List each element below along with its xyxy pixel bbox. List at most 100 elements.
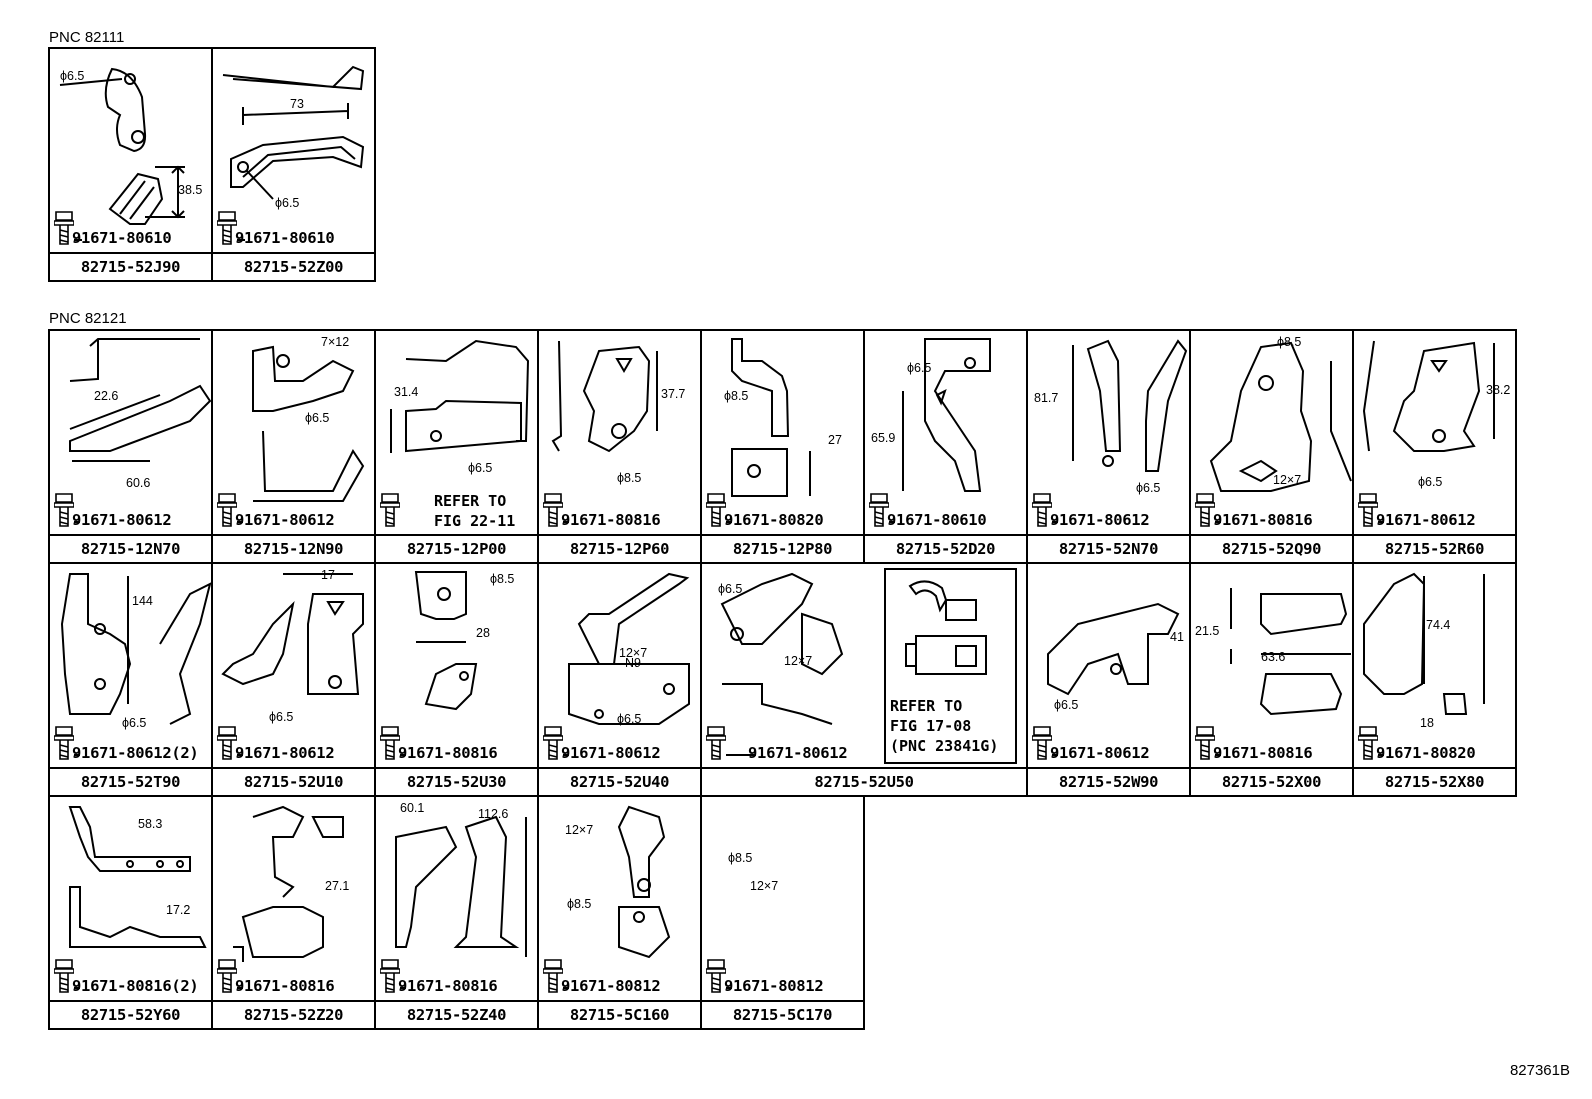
dimension-label: 60.6: [126, 476, 151, 490]
reference-note: REFER TO FIG 22-11: [434, 492, 516, 530]
bolt-icon: [1195, 726, 1215, 760]
part-number[interactable]: 82715-12N90: [213, 534, 374, 562]
dimension-label: 41: [1170, 630, 1184, 644]
dimension-label: ϕ6.5: [269, 710, 294, 724]
bolt-icon: [543, 726, 563, 760]
bolt-icon: [869, 493, 889, 527]
bracket-drawing: [390, 339, 530, 453]
leader-line: [1052, 754, 1058, 756]
leader-line: [1378, 754, 1384, 756]
part-number[interactable]: 82715-52Z20: [213, 1000, 374, 1028]
dimension-label: 18: [1420, 716, 1434, 730]
part-number[interactable]: 82715-52T90: [50, 767, 211, 795]
dimension-label: 12×7: [619, 646, 648, 660]
part-number[interactable]: 82715-52J90: [50, 252, 211, 280]
dimension-label: 60.1: [400, 801, 425, 815]
dimension-label: N9: [625, 656, 641, 670]
bracket-drawing: [568, 572, 690, 725]
bolt-number: 91671-80612: [72, 511, 172, 529]
part-number[interactable]: 82715-52W90: [1028, 767, 1189, 795]
part-number[interactable]: 82715-12P00: [376, 534, 537, 562]
part-number[interactable]: 82715-52U50: [702, 767, 1026, 795]
bolt-number: 91671-80816: [398, 744, 498, 762]
dimension-label: 17: [321, 568, 335, 582]
bolt-number: 91671-80612: [748, 744, 848, 762]
dimension-label: 17.2: [166, 903, 191, 917]
leader-line: [563, 521, 569, 523]
dimension-label: 27: [828, 433, 842, 447]
bolt-number: 91671-80612(2): [72, 744, 199, 762]
reference-note: REFER TO FIG 17-08 (PNC 23841G): [890, 697, 999, 755]
bolt-number: 91671-80612: [1050, 511, 1150, 529]
bracket-drawing: [1209, 341, 1352, 492]
part-number[interactable]: 82715-52U40: [539, 767, 700, 795]
leader-line: [1215, 754, 1221, 756]
part-number[interactable]: 82715-5C160: [539, 1000, 700, 1028]
bolt-icon: [380, 726, 400, 760]
part-number[interactable]: 82715-52R60: [1354, 534, 1515, 562]
part-number[interactable]: 82715-52Z40: [376, 1000, 537, 1028]
part-number[interactable]: 82715-52X80: [1354, 767, 1515, 795]
part-cell[interactable]: 73 ϕ6.5 91671-80610 82715-52Z00: [211, 47, 376, 282]
part-number[interactable]: 82715-12P80: [702, 534, 863, 562]
part-number[interactable]: 82715-52X00: [1191, 767, 1352, 795]
bolt-number: 91671-80816: [398, 977, 498, 995]
dimension-label: ϕ8.5: [490, 572, 515, 586]
part-number[interactable]: 82715-52U10: [213, 767, 374, 795]
leader-line: [74, 521, 80, 523]
dimension-label: 21.5: [1195, 624, 1220, 638]
part-number[interactable]: 82715-12P60: [539, 534, 700, 562]
bracket-drawing: [222, 65, 365, 200]
part-number[interactable]: 82715-52D20: [865, 534, 1026, 562]
part-number[interactable]: 82715-52N70: [1028, 534, 1189, 562]
leader-line: [74, 987, 80, 989]
dimension-label: ϕ6.5: [122, 716, 147, 730]
reference-box: REFER TO FIG 17-08 (PNC 23841G): [884, 568, 1017, 764]
bracket-drawing: [551, 340, 658, 453]
part-number[interactable]: 82715-12N70: [50, 534, 211, 562]
dimension-label: 58.3: [138, 817, 163, 831]
bolt-number: 91671-80816(2): [72, 977, 199, 995]
leader-line: [726, 987, 732, 989]
part-cell[interactable]: ϕ6.5 38.5 91671-80610 82715-52J90: [48, 47, 213, 282]
bolt-number: 91671-80612: [1376, 511, 1476, 529]
dimension-label: ϕ8.5: [567, 897, 592, 911]
dimension-label: 12×7: [1273, 473, 1302, 487]
bracket-drawing: [617, 805, 671, 959]
bracket-drawing: [1047, 602, 1180, 696]
clip-drawing: [905, 580, 987, 675]
part-number[interactable]: 82715-52Q90: [1191, 534, 1352, 562]
part-cell[interactable]: 58.3 17.2 91671-80816(2) 82715-52Y60: [48, 795, 213, 1030]
leader-line: [1215, 521, 1221, 523]
leader-line: [726, 521, 732, 523]
bolt-number: 91671-80610: [72, 229, 172, 247]
part-number[interactable]: 82715-5C170: [702, 1000, 863, 1028]
bolt-icon: [217, 493, 237, 527]
bracket-drawing: [69, 338, 212, 462]
part-number[interactable]: 82715-52Y60: [50, 1000, 211, 1028]
dimension-label: ϕ6.5: [907, 361, 932, 375]
part-number[interactable]: 82715-52Z00: [213, 252, 374, 280]
part-number[interactable]: 82715-52U30: [376, 767, 537, 795]
